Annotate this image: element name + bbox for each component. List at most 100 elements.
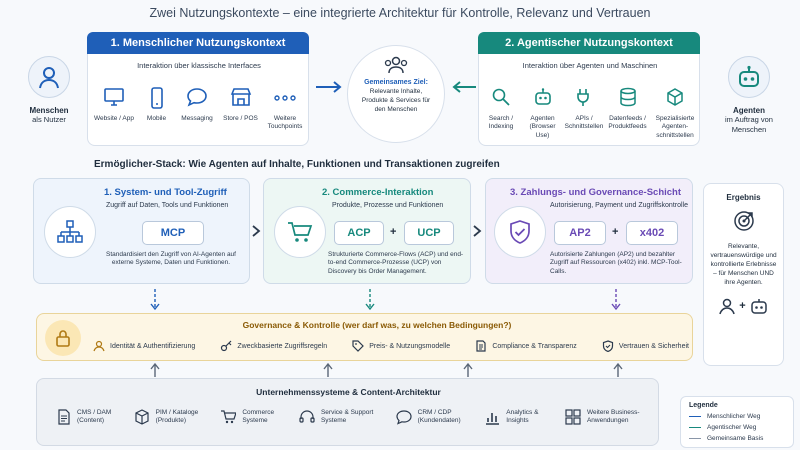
legend-swatch [689,438,701,439]
touchpoint-messaging: Messaging [177,87,217,132]
stack-card-payment: 3. Zahlungs- und Governance-Schicht Auto… [485,178,693,284]
stack-card-desc: Autorisierte Zahlungen (AP2) und bezahlt… [550,251,682,275]
robot-icon [750,299,767,315]
enterprise-item-label: Analytics & Insights [506,409,539,425]
monitor-icon [92,87,136,109]
protocol-ap2: AP2 [554,221,606,245]
stack-card-desc: Standardisiert den Zugriff von AI-Agente… [106,251,236,267]
enterprise-item: Weitere Business-Anwendungen [565,409,649,426]
dots-icon [264,87,306,109]
protocol-mcp: MCP [142,221,204,245]
stack-card-title: 1. System- und Tool-Zugriff [104,187,227,198]
diagram-subtitle: Zwei Nutzungskontexte – eine integrierte… [149,6,651,20]
touchpoint-label: Website / App [94,115,134,122]
agent-actor-title: Agenten [733,106,765,115]
grid-icon [565,409,581,426]
enterprise-item-label: CRM / CDP (Kundendaten) [417,409,461,425]
plus-sign: + [390,226,397,238]
goal-title: Gemeinsames Ziel: [364,79,428,86]
legend-title: Legende [689,402,718,409]
human-actor-subtitle: als Nutzer [32,115,66,124]
enterprise-item: CRM / CDP (Kundendaten) [396,409,466,426]
touchpoint-mobile: Mobile [138,87,176,132]
agent-touchpoint-apis: APIs / Schnittstellen [564,87,604,140]
legend-swatch [689,416,701,417]
agent-touchpoint-label: Spezialisierte Agenten-schnittstellen [655,115,695,139]
legend-item-shared: Gemeinsame Basis [689,435,793,442]
legend-label: Gemeinsame Basis [707,435,764,442]
stack-card-system-access: 1. System- und Tool-Zugriff Zugriff auf … [33,178,250,284]
agent-context-subheader: Interaktion über Agenten und Maschinen [522,61,658,70]
governance-item: Compliance & Transparenz [475,340,577,352]
headset-icon [299,410,315,424]
agent-touchpoints: Search / Indexing Agenten (Browser Use) … [481,87,699,140]
legend-label: Agentischer Weg [707,424,757,431]
stack-title: Ermöglicher-Stack: Wie Agenten auf Inhal… [94,159,500,170]
protocol-x402: x402 [626,221,678,245]
governance-panel: Governance & Kontrolle (wer darf was, zu… [36,313,693,361]
enterprise-item-label: Weitere Business-Anwendungen [586,409,640,425]
dashed-arrows-to-governance [150,289,621,311]
enterprise-item-label: PIM / Kataloge (Produkte) [155,409,199,425]
agent-context-panel: 2. Agentischer Nutzungskontext Interakti… [478,32,700,146]
shield-check-icon [494,206,546,258]
touchpoint-more: Weitere Touchpoints [264,87,306,132]
protocol-acp: ACP [334,221,384,245]
robot-icon [523,87,563,109]
governance-item-label: Preis- & Nutzungsmodelle [369,342,451,350]
stack-card-desc: Strukturierte Commerce-Flows (ACP) und e… [328,251,464,275]
result-human-agent-icons: + [704,297,783,315]
governance-item: Vertrauen & Sicherheit [602,340,689,352]
enterprise-systems-panel: Unternehmenssysteme & Content-Architektu… [36,378,659,446]
result-text: Relevante, vertrauenswürdige und kontrol… [710,243,777,287]
lock-icon [45,320,81,356]
governance-item: Identität & Authentifizierung [93,340,195,352]
governance-item-label: Compliance & Transparenz [492,342,577,350]
touchpoint-label: Mobile [146,115,167,122]
bar-chart-icon [486,413,500,426]
person-outline-icon [93,340,105,352]
governance-items: Identität & Authentifizierung Zweckbasie… [93,340,689,352]
arrow-human-to-goal [316,81,342,93]
human-context-header: 1. Menschlicher Nutzungskontext [87,32,309,54]
plus-sign: + [739,300,746,313]
human-context-panel: 1. Menschlicher Nutzungskontext Interakt… [87,32,309,146]
agent-touchpoint-label: Search / Indexing [488,115,514,131]
mobile-icon [138,87,176,109]
search-icon [481,87,521,109]
chat-icon [396,410,412,426]
group-icon [348,56,444,74]
plug-icon [564,87,604,109]
agent-touchpoint-label: Agenten (Browser Use) [529,115,556,139]
arrow-stack-2-3 [473,225,482,237]
arrows-from-enterprise [150,362,623,377]
enterprise-item: PIM / Kataloge (Produkte) [134,409,202,426]
agent-touchpoint-browser: Agenten (Browser Use) [523,87,563,140]
enterprise-title: Unternehmenssysteme & Content-Architektu… [256,387,441,397]
touchpoint-label: Store / POS [223,115,258,122]
agent-touchpoint-special: Spezialisierte Agenten-schnittstellen [651,87,699,140]
arrow-agent-to-goal [452,81,476,93]
key-icon [221,340,232,352]
box-icon [135,409,149,426]
enterprise-item-label: Commerce Systeme [242,409,275,425]
agent-touchpoint-feeds: Datenfeeds / Produktfeeds [606,87,650,140]
human-touchpoints: Website / App Mobile Messaging Store / P… [92,87,306,132]
touchpoint-label: Messaging [181,115,213,122]
governance-item-label: Vertrauen & Sicherheit [618,342,689,350]
chat-icon [177,87,217,109]
file-icon [58,409,70,426]
result-title: Ergebnis [726,193,761,202]
database-icon [606,87,650,109]
cart-icon [221,410,237,424]
enterprise-item-label: CMS / DAM (Content) [77,409,112,425]
governance-item: Zweckbasierte Zugriffsregeln [220,340,327,352]
legend-swatch [689,427,701,428]
agent-actor: Agenten im Auftrag von Menschen [708,56,790,135]
enterprise-items: CMS / DAM (Content) PIM / Kataloge (Prod… [57,409,649,426]
cube-icon [651,87,699,109]
network-icon [44,206,96,258]
document-icon [476,340,486,352]
cart-icon [274,206,326,258]
governance-title: Governance & Kontrolle (wer darf was, zu… [242,320,512,330]
